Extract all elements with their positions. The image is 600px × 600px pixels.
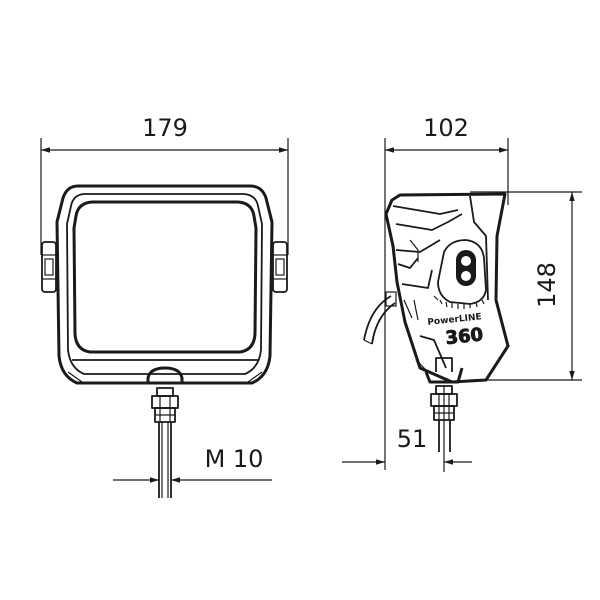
height-label: 148	[533, 262, 561, 308]
lens	[72, 200, 258, 354]
cable	[363, 291, 397, 345]
angle-scale	[433, 295, 485, 309]
mount-foot	[146, 366, 184, 383]
side-view: 102 148 51	[342, 114, 582, 472]
width-label: 179	[142, 114, 188, 142]
side-bolt	[430, 385, 458, 452]
thread-label: M 10	[205, 445, 264, 473]
depth-dimension: 102	[384, 114, 509, 470]
thread-dimension: M 10	[113, 445, 272, 483]
product-marking: PowerLINE 360	[427, 312, 485, 349]
right-bracket	[272, 241, 288, 293]
model-label: 360	[445, 324, 485, 349]
front-view: 179	[40, 114, 289, 498]
mount-offset-label: 51	[397, 425, 428, 453]
pivot-plate	[437, 239, 487, 305]
height-dimension: 148	[470, 191, 582, 381]
housing-outline	[55, 184, 274, 385]
depth-label: 102	[423, 114, 469, 142]
bolt	[151, 387, 179, 498]
side-housing	[384, 192, 510, 384]
left-bracket	[41, 241, 57, 293]
width-dimension: 179	[40, 114, 289, 255]
mount-offset-dimension: 51	[342, 385, 472, 472]
side-foot	[424, 367, 464, 384]
